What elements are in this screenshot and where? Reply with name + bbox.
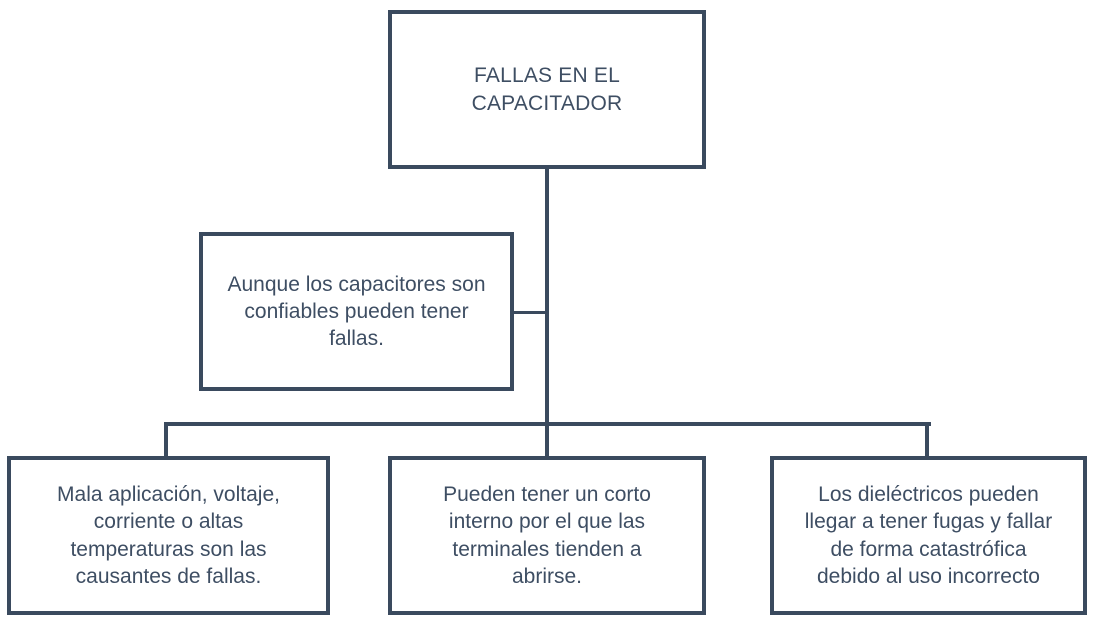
node-root[interactable]: FALLAS EN EL CAPACITADOR: [388, 10, 706, 169]
node-cause-1[interactable]: Mala aplicación, voltaje, corriente o al…: [7, 456, 330, 615]
node-cause-2[interactable]: Pueden tener un corto interno por el que…: [388, 456, 706, 615]
node-intro[interactable]: Aunque los capacitores son confiables pu…: [199, 232, 514, 391]
node-intro-label: Aunque los capacitores son confiables pu…: [227, 272, 486, 351]
node-cause-3-label: Los dieléctricos pueden llegar a tener f…: [804, 482, 1053, 588]
node-cause-3[interactable]: Los dieléctricos pueden llegar a tener f…: [770, 456, 1087, 615]
node-cause-1-label: Mala aplicación, voltaje, corriente o al…: [57, 482, 280, 588]
node-cause-2-label: Pueden tener un corto interno por el que…: [443, 482, 651, 588]
connector-horizontal-bus: [164, 422, 931, 426]
connector-root-to-bus: [545, 167, 549, 458]
connector-intro-to-trunk: [511, 311, 547, 314]
connector-drop-to-cause-3: [925, 422, 929, 458]
connector-drop-to-cause-1: [164, 422, 168, 458]
node-root-label: FALLAS EN EL CAPACITADOR: [471, 64, 623, 115]
